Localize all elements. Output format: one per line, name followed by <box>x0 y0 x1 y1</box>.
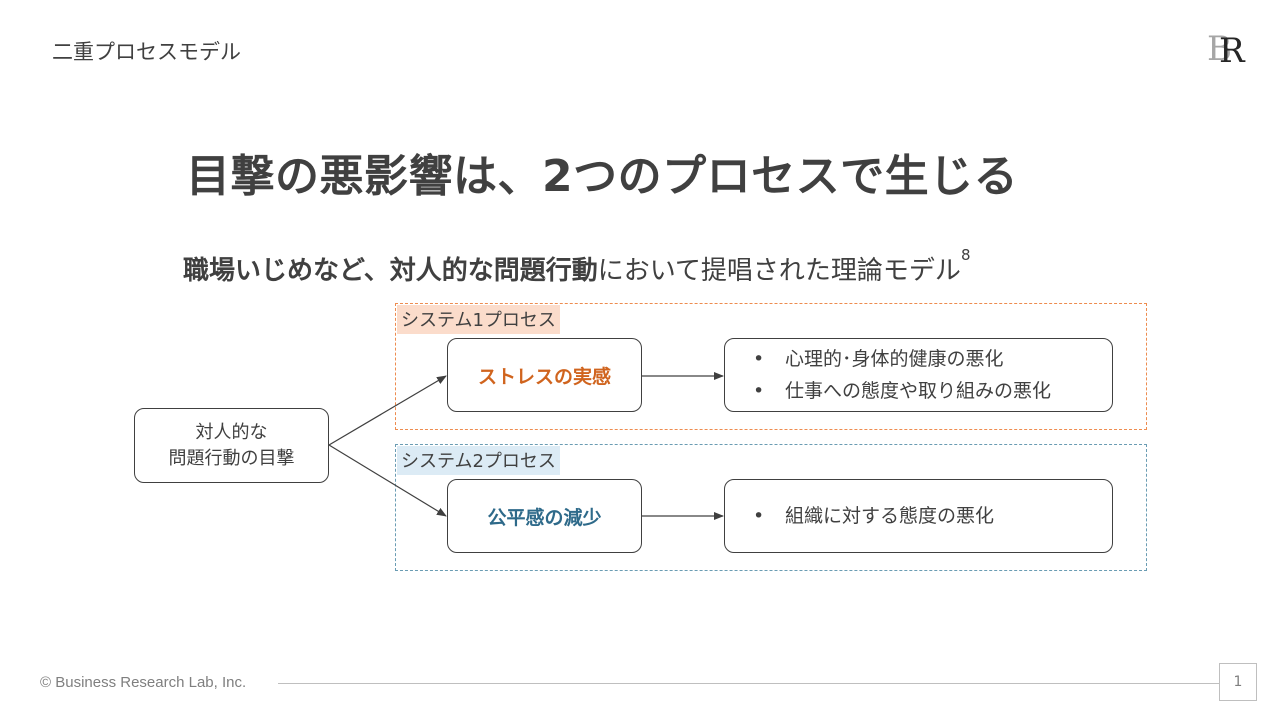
footer-copyright: © Business Research Lab, Inc. <box>40 674 247 691</box>
subtitle-regular-part: において提唱された理論モデル <box>597 256 961 286</box>
subtitle-bold-part: 職場いじめなど、対人的な問題行動 <box>183 256 598 286</box>
slide-subtitle: 職場いじめなど、対人的な問題行動において提唱された理論モデル8 <box>183 246 970 287</box>
outcome-box-system1: 心理的･身体的健康の悪化 仕事への態度や取り組みの悪化 <box>724 338 1113 412</box>
outcome-box-system2: 組織に対する態度の悪化 <box>724 479 1113 553</box>
footnote-reference: 8 <box>960 246 971 264</box>
section-label: 二重プロセスモデル <box>52 40 241 64</box>
page-number: 1 <box>1219 663 1257 701</box>
svg-text:R: R <box>1219 31 1246 68</box>
process-box-fairness: 公平感の減少 <box>447 479 642 553</box>
system2-tag: システム2プロセス <box>397 446 560 475</box>
source-line2: 問題行動の目撃 <box>168 447 295 469</box>
outcome-list-system2: 組織に対する態度の悪化 <box>725 500 994 532</box>
process-box-stress: ストレスの実感 <box>447 338 642 412</box>
outcome-item: 仕事への態度や取り組みの悪化 <box>753 375 1051 407</box>
source-box-witnessing: 対人的な 問題行動の目撃 <box>134 408 329 483</box>
footer-divider <box>278 683 1220 684</box>
slide-title: 目撃の悪影響は、2つのプロセスで生じる <box>186 151 1019 202</box>
svg-text:B: B <box>1207 29 1232 68</box>
system1-group <box>395 303 1147 430</box>
outcome-item: 組織に対する態度の悪化 <box>753 500 994 532</box>
outcome-item: 心理的･身体的健康の悪化 <box>753 343 1051 375</box>
brand-logo: B R <box>1207 29 1246 68</box>
system1-tag: システム1プロセス <box>397 305 560 334</box>
outcome-list-system1: 心理的･身体的健康の悪化 仕事への態度や取り組みの悪化 <box>725 343 1051 407</box>
source-line1: 対人的な <box>195 421 268 443</box>
